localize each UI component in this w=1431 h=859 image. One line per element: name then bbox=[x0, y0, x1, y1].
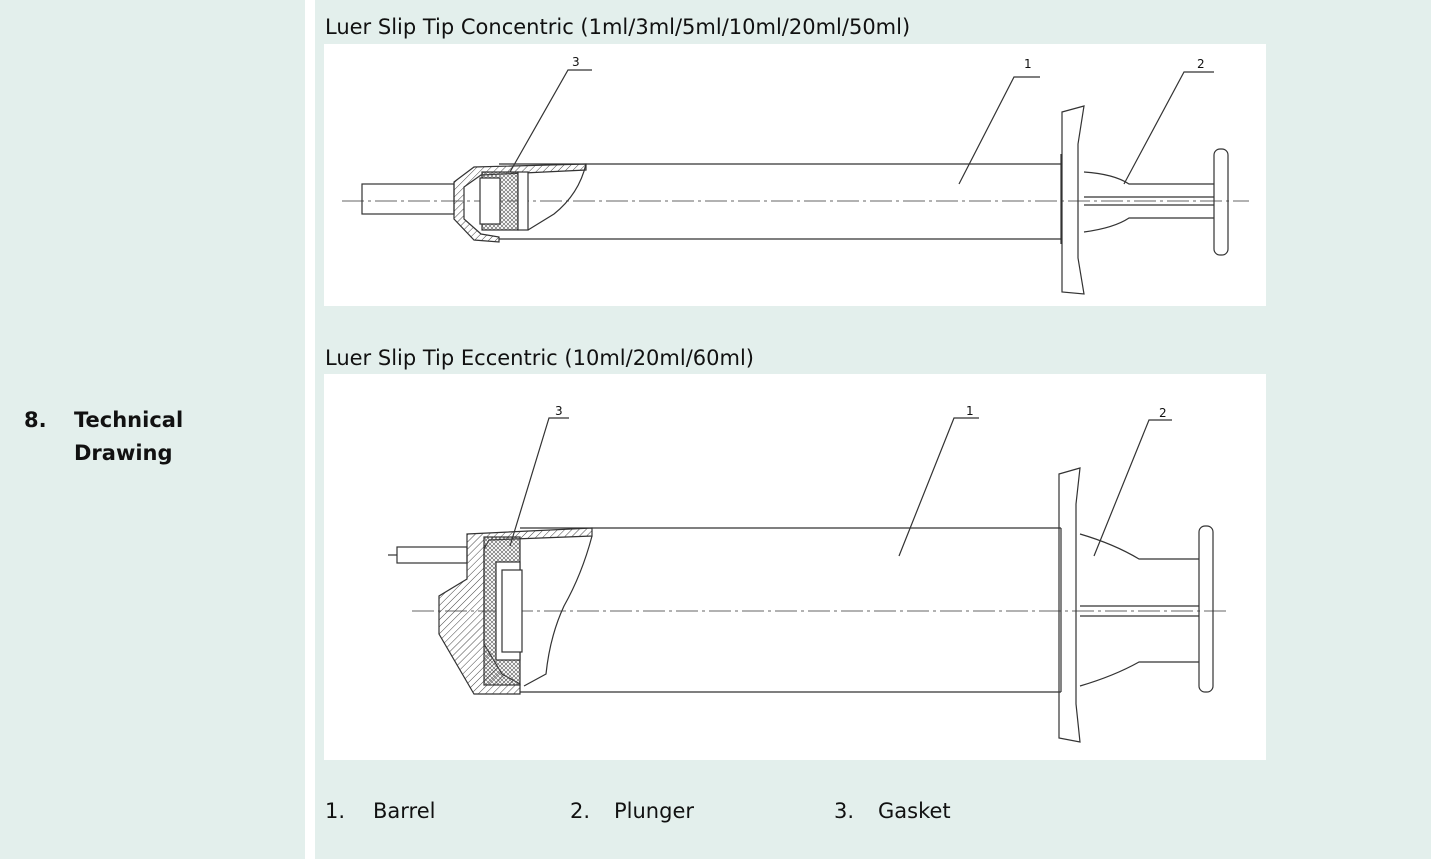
barrel-shape bbox=[499, 154, 1062, 244]
eccentric-syringe-drawing: 3 1 2 bbox=[324, 374, 1266, 760]
concentric-caption: Luer Slip Tip Concentric (1ml/3ml/5ml/10… bbox=[325, 15, 911, 39]
part-name: Gasket bbox=[878, 799, 951, 823]
section-title: Technical Drawing bbox=[74, 408, 184, 465]
callout-2-eccentric: 2 bbox=[1159, 406, 1167, 420]
concentric-syringe-drawing: 3 1 2 bbox=[324, 44, 1266, 306]
flange-shape-2 bbox=[1058, 467, 1081, 743]
callout-3-eccentric: 3 bbox=[555, 404, 563, 418]
section-heading: 8. Technical Drawing bbox=[24, 404, 234, 470]
row-label-cell: 8. Technical Drawing bbox=[0, 0, 305, 859]
concentric-syringe-svg bbox=[342, 69, 1249, 295]
part-number: 2. bbox=[570, 799, 591, 823]
nozzle-shape bbox=[361, 183, 455, 215]
callout-1: 1 bbox=[1024, 57, 1032, 71]
section-number: 8. bbox=[24, 408, 47, 432]
eccentric-syringe-svg bbox=[388, 417, 1226, 743]
part-name: Barrel bbox=[373, 799, 436, 823]
callout-1-eccentric: 1 bbox=[966, 404, 974, 418]
barrel-shape-2 bbox=[520, 527, 1062, 693]
part-item: 1. Barrel bbox=[325, 796, 435, 826]
part-item: 3. Gasket bbox=[834, 796, 951, 826]
thumb-press-2 bbox=[1198, 525, 1214, 693]
flange-shape bbox=[1061, 105, 1085, 295]
nozzle-shape-2 bbox=[396, 546, 468, 564]
part-number: 3. bbox=[834, 799, 855, 823]
eccentric-caption: Luer Slip Tip Eccentric (10ml/20ml/60ml) bbox=[325, 346, 754, 370]
part-number: 1. bbox=[325, 799, 346, 823]
plunger-rod-2 bbox=[1079, 533, 1199, 687]
part-name: Plunger bbox=[614, 799, 695, 823]
callout-2: 2 bbox=[1197, 57, 1205, 71]
callout-3: 3 bbox=[572, 55, 580, 69]
thumb-press bbox=[1213, 148, 1229, 256]
part-item: 2. Plunger bbox=[570, 796, 694, 826]
plunger-rod bbox=[1083, 171, 1214, 233]
